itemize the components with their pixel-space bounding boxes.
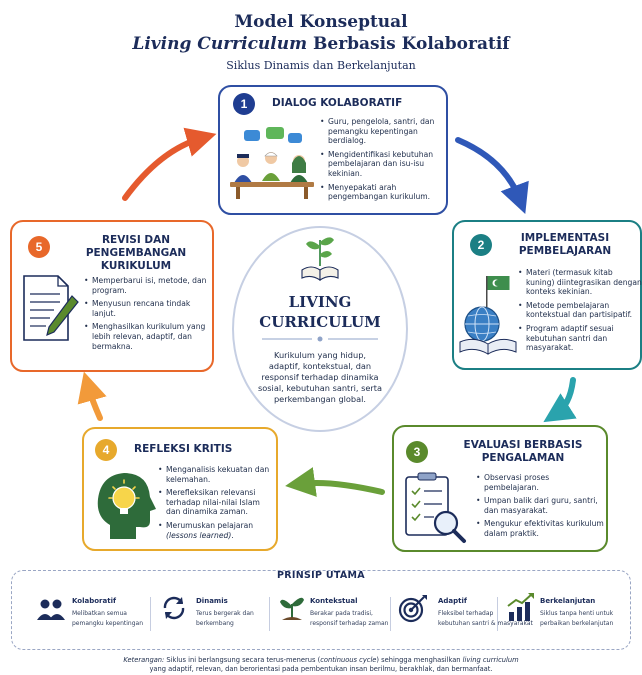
target-icon: [398, 595, 427, 623]
bullet-italic: (lessons learned): [166, 530, 232, 540]
desc-line1: Berakar pada tradisi,: [310, 610, 373, 617]
bullet: Menganalisis kekuatan dan kelemahan.: [158, 465, 276, 484]
arrow-5-to-1: [122, 127, 217, 201]
desc-line1: Siklus tanpa henti untuk: [540, 610, 614, 617]
title-rest: Berbasis Kolaboratif: [307, 34, 510, 54]
title-line1: Model Konseptual: [234, 12, 408, 32]
footer-note: Keterangan: Siklus ini berlangsung secar…: [0, 656, 642, 674]
step-bullets: Memperbarui isi, metode, dan program. Me…: [84, 276, 212, 355]
bullet: Menyepakati arah pengembangan kurikulum.: [320, 183, 444, 202]
step-title: IMPLEMENTASI PEMBELAJARAN: [518, 232, 612, 257]
bullet-end: .: [231, 530, 234, 540]
bullet: Menyusun rencana tindak lanjut.: [84, 299, 212, 318]
step-number: 5: [28, 236, 50, 258]
step-number: 1: [233, 93, 255, 115]
principle-divider: [497, 597, 498, 631]
principle-name: Dinamis: [196, 597, 228, 605]
principle-desc: Berakar pada tradisi, responsif terhadap …: [310, 609, 388, 629]
growth-chart-icon: [507, 593, 534, 621]
bullet: Menghasilkan kurikulum yang lebih releva…: [84, 322, 212, 351]
card-refleksi-kritis: 4 REFLEKSI KRITIS Menganalisis kekuatan …: [82, 427, 278, 551]
bullet: Memperbarui isi, metode, dan program.: [84, 276, 212, 295]
bullet: Program adaptif sesuai kebutuhan santri …: [518, 324, 642, 353]
desc-line1: Fleksibel terhadap: [438, 610, 494, 617]
people-discussion-icon: [230, 127, 314, 199]
step-bullets: Observasi proses pembelajaran. Umpan bal…: [476, 473, 606, 543]
divider-ornament: [262, 336, 378, 342]
center-title: LIVING CURRICULUM: [232, 292, 408, 332]
cycle-arrows-icon: [163, 596, 185, 620]
desc-line2: kebutuhan santri & masyarakat: [438, 620, 533, 627]
center-title-line2: CURRICULUM: [259, 313, 381, 331]
note-italic2: living curriculum: [462, 656, 519, 664]
bullet: Materi (termasuk kitab kuning) diintegra…: [518, 268, 642, 297]
step-bullets: Materi (termasuk kitab kuning) diintegra…: [518, 268, 642, 357]
center-title-line1: LIVING: [288, 293, 352, 311]
title-line2: Living Curriculum Berbasis Kolaboratif: [0, 34, 642, 54]
group-icon: [37, 599, 65, 620]
desc-line1: Terus bergerak dan: [196, 610, 254, 617]
checklist-magnifier-icon: [405, 472, 466, 543]
step-title: REVISI DAN PENGEMBANGAN KURIKULUM: [85, 234, 187, 272]
desc-line1: Melibatkan semua: [72, 610, 127, 617]
bullet: Merumuskan pelajaran (lessons learned).: [158, 521, 276, 540]
desc-line2: responsif terhadap zaman: [310, 620, 389, 627]
head-lightbulb-icon: [97, 473, 156, 539]
principle-divider: [150, 597, 151, 631]
bullet: Metode pembelajaran kontekstual dan part…: [518, 301, 642, 320]
step-title: DIALOG KOLABORATIF: [272, 97, 403, 109]
card-implementasi-pembelajaran: 2 IMPLEMENTASI PEMBELAJARAN Materi (term…: [452, 220, 642, 370]
arrow-1-to-2: [455, 137, 529, 215]
note-italic1: continuous cycle: [320, 656, 377, 664]
bullet: Observasi proses pembelajaran.: [476, 473, 606, 492]
principle-desc: Terus bergerak dan berkembang: [196, 609, 254, 629]
bullet: Mengukur efektivitas kurikulum dalam pra…: [476, 519, 606, 538]
principle-divider: [390, 597, 391, 631]
document-pencil-icon: [23, 275, 79, 341]
note-line2: yang adaptif, relevan, dan berorientasi …: [149, 665, 493, 673]
arrow-3-to-4: [285, 467, 385, 497]
principles-title: PRINSIP UTAMA: [277, 570, 365, 581]
card-revisi-pengembangan: 5 REVISI DAN PENGEMBANGAN KURIKULUM Memp…: [10, 220, 214, 372]
bullet: Mengidentifikasi kebutuhan pembelajaran …: [320, 150, 444, 179]
sprout-icon: [280, 597, 304, 620]
book-sprout-icon: [301, 237, 339, 282]
principle-desc: Siklus tanpa henti untuk perbaikan berkel…: [540, 609, 613, 629]
card-dialog-kolaboratif: 1 DIALOG KOLABORATIF Guru, pengelola, sa…: [218, 85, 448, 215]
step-number: 3: [406, 441, 428, 463]
principle-name: Berkelanjutan: [540, 597, 596, 605]
principle-desc: Melibatkan semua pemangku kepentingan: [72, 609, 143, 629]
note-text2: ) sehingga menghasilkan: [376, 656, 463, 664]
principle-divider: [269, 597, 270, 631]
card-evaluasi-berbasis-pengalaman: 3 EVALUASI BERBASIS PENGALAMAN Observasi…: [392, 425, 608, 552]
note-text1: Siklus ini berlangsung secara terus-mene…: [164, 656, 321, 664]
step-bullets: Guru, pengelola, santri, dan pemangku ke…: [320, 117, 444, 206]
bullet: Merefleksikan relevansi terhadap nilai-n…: [158, 488, 276, 517]
step-title: REFLEKSI KRITIS: [134, 443, 233, 455]
bullet: Umpan balik dari guru, santri, dan masya…: [476, 496, 606, 515]
desc-line2: pemangku kepentingan: [72, 620, 143, 627]
note-label: Keterangan:: [123, 656, 165, 664]
desc-line2: perbaikan berkelanjutan: [540, 620, 614, 627]
center-description: Kurikulum yang hidup, adaptif, kontekstu…: [258, 350, 383, 404]
principle-desc: Fleksibel terhadap kebutuhan santri & mas…: [438, 609, 533, 629]
globe-book-icon: [459, 276, 517, 355]
principle-name: Kolaboratif: [72, 597, 117, 605]
desc-line2: berkembang: [196, 620, 234, 627]
title-italic: Living Curriculum: [132, 34, 308, 54]
step-number: 4: [95, 439, 117, 461]
bullet-text: Merumuskan pelajaran: [166, 520, 254, 530]
step-number: 2: [470, 234, 492, 256]
principle-name: Kontekstual: [310, 597, 358, 605]
subtitle: Siklus Dinamis dan Berkelanjutan: [226, 59, 416, 72]
step-title: EVALUASI BERBASIS PENGALAMAN: [463, 439, 583, 464]
arrow-4-to-5: [77, 371, 107, 421]
arrow-2-to-3: [543, 377, 577, 423]
bullet: Guru, pengelola, santri, dan pemangku ke…: [320, 117, 444, 146]
step-bullets: Menganalisis kekuatan dan kelemahan. Mer…: [158, 465, 276, 544]
principle-name: Adaptif: [438, 597, 467, 605]
